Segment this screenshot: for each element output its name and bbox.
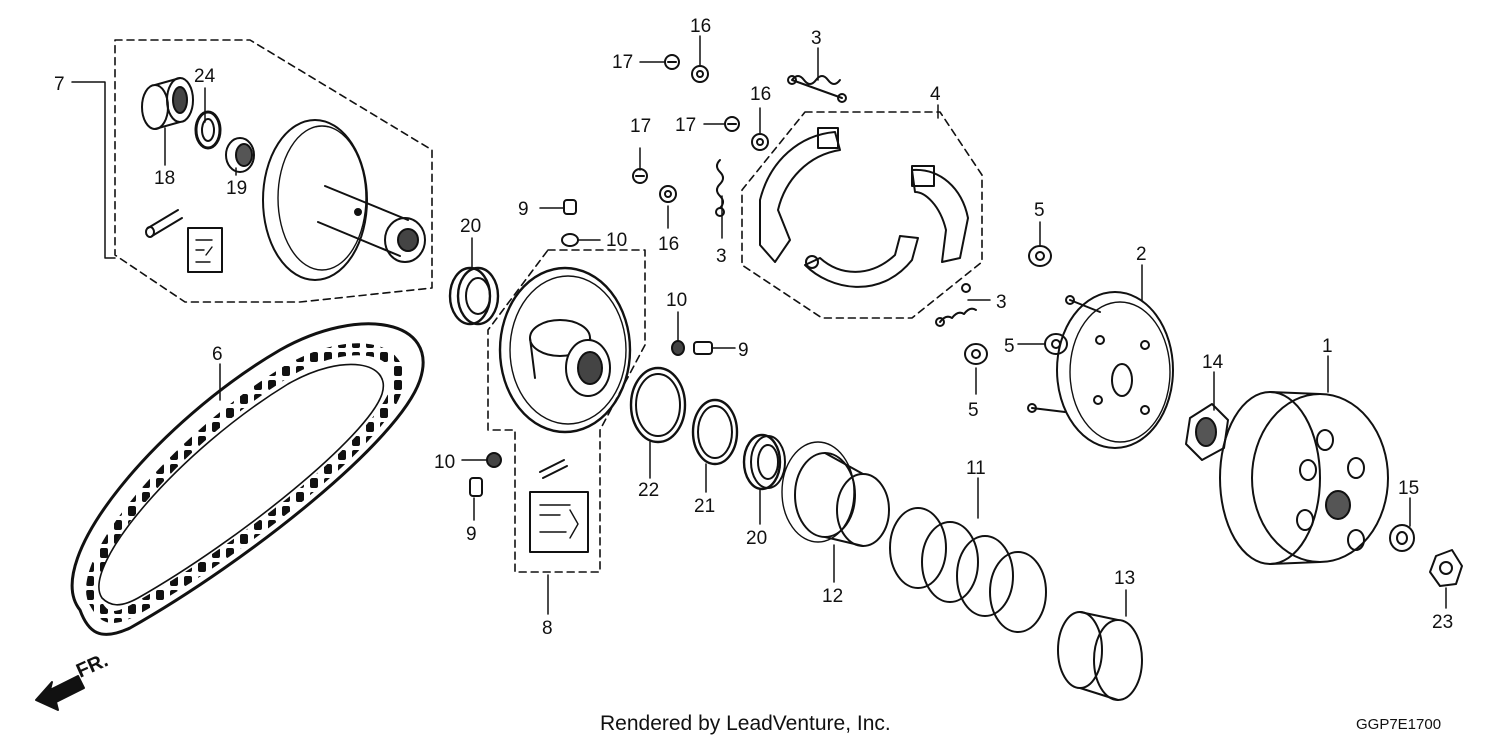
callout-17b: 17 — [675, 115, 696, 136]
callout-15: 15 — [1398, 478, 1419, 499]
washer-16-a — [691, 65, 709, 83]
render-credit: Rendered by LeadVenture, Inc. — [600, 712, 891, 735]
callout-19: 19 — [226, 178, 247, 199]
callout-20b: 20 — [746, 528, 767, 549]
o-ring-22 — [629, 366, 687, 444]
washer-16-c — [659, 185, 677, 203]
clip-17-b — [724, 116, 740, 132]
clutch-outer-1 — [1219, 391, 1389, 565]
nut-23 — [1429, 549, 1463, 587]
callout-7: 7 — [54, 74, 65, 95]
callout-3a: 3 — [811, 28, 822, 49]
assembly-7-outline — [114, 39, 433, 303]
callout-11: 11 — [966, 458, 986, 479]
bearing-19 — [225, 137, 255, 173]
callout-2: 2 — [1136, 244, 1147, 265]
collar-13 — [1057, 611, 1143, 701]
callout-5a: 5 — [1034, 200, 1045, 221]
oil-seal-20-lower — [742, 433, 786, 491]
callout-13: 13 — [1114, 568, 1135, 589]
washer-5-top — [1028, 245, 1052, 267]
collar-10-lower — [486, 452, 502, 468]
washer-16-b — [751, 133, 769, 151]
pin-9-upper — [563, 199, 577, 215]
pin-9-lower — [469, 477, 483, 497]
pin-9-mid — [693, 341, 713, 355]
front-direction-label: FR. — [73, 649, 111, 682]
driven-plate-8 — [498, 266, 632, 434]
callout-21: 21 — [694, 496, 715, 517]
callout-3b: 3 — [716, 246, 727, 267]
callout-6: 6 — [212, 344, 223, 365]
clutch-shoe-lower — [804, 235, 919, 288]
clip-17-a — [664, 54, 680, 70]
callout-10a: 10 — [606, 230, 627, 251]
clutch-shoe-upper — [759, 127, 841, 263]
callout-24: 24 — [194, 66, 216, 87]
clutch-shoe-right — [911, 165, 969, 263]
drive-belt-6 — [70, 322, 425, 636]
callout-23: 23 — [1432, 612, 1453, 633]
leader-lines — [71, 35, 1447, 617]
callout-1: 1 — [1322, 336, 1333, 357]
callout-8: 8 — [542, 618, 553, 639]
callout-4: 4 — [930, 84, 941, 105]
callout-17a: 17 — [612, 52, 633, 73]
nut-14 — [1185, 403, 1229, 461]
oil-seal-20-upper — [448, 266, 500, 326]
callout-16a: 16 — [690, 16, 711, 37]
guide-pin — [145, 209, 183, 238]
callout-9a: 9 — [518, 199, 529, 220]
callout-16b: 16 — [750, 84, 771, 105]
snap-ring-24 — [194, 110, 222, 150]
callout-12: 12 — [822, 586, 843, 607]
spring-3-right — [935, 283, 977, 327]
spring-11 — [889, 507, 1047, 633]
washer-5-low — [964, 343, 988, 365]
clip-17-c — [632, 168, 648, 184]
callout-numbers: 7 24 18 19 17 16 3 17 17 16 4 9 10 16 3 … — [54, 16, 1453, 683]
callout-5b: 5 — [1004, 336, 1015, 357]
seal-pack-8 — [529, 459, 589, 553]
callout-14: 14 — [1202, 352, 1224, 373]
spring-3-mid — [715, 159, 725, 217]
assembly-4-outline — [741, 111, 983, 319]
callout-5c: 5 — [968, 400, 979, 421]
callout-22: 22 — [638, 480, 659, 501]
drive-plate-2 — [1027, 291, 1174, 449]
callout-18: 18 — [154, 168, 175, 189]
front-direction-arrow — [35, 675, 85, 711]
collar-10-upper — [561, 233, 579, 247]
o-ring-21 — [691, 398, 739, 466]
washer-15 — [1389, 524, 1415, 552]
assembly-8-outline — [487, 249, 646, 573]
callout-9c: 9 — [466, 524, 477, 545]
callout-9b: 9 — [738, 340, 749, 361]
callout-10c: 10 — [434, 452, 455, 473]
callout-3c: 3 — [996, 292, 1007, 313]
callout-17c: 17 — [630, 116, 651, 137]
washer-5-mid — [1044, 333, 1068, 355]
spring-seat-12 — [781, 441, 890, 547]
collar-10-mid — [671, 340, 685, 356]
callout-10b: 10 — [666, 290, 687, 311]
driven-face — [262, 119, 426, 281]
grease-packet — [187, 227, 223, 273]
callout-20a: 20 — [460, 216, 481, 237]
callout-16c: 16 — [658, 234, 679, 255]
needle-bearing-18 — [141, 77, 194, 130]
diagram-code: GGP7E1700 — [1356, 716, 1442, 733]
spring-3-top — [787, 75, 847, 103]
